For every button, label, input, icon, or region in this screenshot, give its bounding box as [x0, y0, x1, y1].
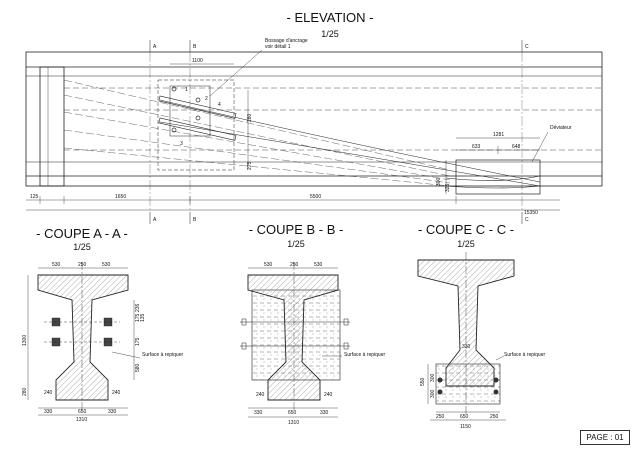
coupe-b-bottom-dim-2: 650 [288, 410, 297, 416]
coupe-a-right-dim-2: 175 [135, 313, 141, 322]
vertical-dim-4: 325 [445, 183, 451, 192]
coupe-b-section: 530 250 530 240 240 330 650 330 1310 Sur… [240, 262, 385, 426]
vertical-dim-3: 300 [436, 177, 442, 186]
bottom-dim-1: 125 [30, 194, 39, 200]
coupe-b-scale: 1/25 [287, 239, 305, 249]
bottom-dim-2: 1650 [115, 194, 126, 200]
coupe-a-right-dim-5: 580 [135, 363, 141, 372]
coupe-b-top-dim-3: 530 [314, 262, 323, 268]
vertical-dim-2: 275 [247, 161, 253, 170]
section-mark-c-bottom: C [525, 217, 529, 223]
boss-width-dim: 1100 [192, 58, 203, 64]
coupe-a-right-dim-1: 236 [135, 303, 141, 312]
elevation-title: - ELEVATION - [287, 10, 374, 25]
vertical-dim-1: 280 [247, 113, 253, 122]
coupe-a-left-dim-1: 1300 [22, 335, 28, 346]
coupe-a-bottom-dim-2: 650 [78, 409, 87, 415]
coupe-a-surface-note: Surface à repiquer [142, 352, 183, 358]
marker-number-4: 4 [218, 102, 221, 108]
section-mark-a-top: A [153, 44, 157, 50]
bottom-dim-4: 15350 [524, 210, 538, 216]
page-number-box: PAGE : 01 [580, 430, 630, 445]
deviator-total-dim: 1281 [493, 132, 504, 138]
coupe-b-title: - COUPE B - B - [249, 222, 344, 237]
deviator-note: Déviateur [550, 125, 572, 131]
section-mark-a-bottom: A [153, 217, 157, 223]
deviator-left-dim: 633 [472, 144, 481, 150]
coupe-b-total-dim: 1310 [288, 420, 299, 426]
coupe-a-top-dim-3: 530 [102, 262, 111, 268]
deviator-right-dim: 648 [512, 144, 521, 150]
anchor-detail-note: voir détail 1 [265, 44, 291, 50]
coupe-c-scale: 1/25 [457, 239, 475, 249]
coupe-c-total-dim: 1150 [460, 424, 471, 430]
coupe-b-bottom-dim-3: 330 [320, 410, 329, 416]
coupe-b-surface-note: Surface à repiquer [344, 352, 385, 358]
page-label: PAGE : 01 [586, 433, 624, 442]
coupe-a-top-dim-1: 530 [52, 262, 61, 268]
section-mark-b-top: B [193, 44, 197, 50]
bottom-dim-3: 5500 [310, 194, 321, 200]
coupe-a-left-dim-2: 280 [22, 387, 28, 396]
coupe-c-left-dim-1: 550 [420, 377, 426, 386]
elevation-view [25, 40, 603, 224]
coupe-c-inner-dim: 330 [462, 344, 471, 350]
coupe-b-bottom-dim-1: 330 [254, 410, 263, 416]
coupe-a-inner-dim-1: 240 [44, 390, 53, 396]
coupe-c-bottom-dim-1: 250 [436, 414, 445, 420]
coupe-c-bottom-dim-2: 650 [460, 414, 469, 420]
coupe-c-bottom-dim-3: 250 [490, 414, 499, 420]
coupe-a-scale: 1/25 [73, 242, 91, 252]
coupe-a-inner-dim-2: 240 [112, 390, 121, 396]
coupe-a-title: - COUPE A - A - [36, 226, 128, 241]
coupe-a-right-dim-3: 135 [140, 313, 146, 322]
section-mark-b-bottom: B [193, 217, 197, 223]
coupe-b-inner-dim-1: 240 [256, 392, 265, 398]
section-mark-c-top: C [525, 44, 529, 50]
coupe-c-left-dim-3: 300 [430, 389, 436, 398]
coupe-a-bottom-dim-3: 330 [108, 409, 117, 415]
coupe-a-top-dim-2: 250 [78, 262, 87, 268]
elevation-labels: A B C A B C Bossage d'ancrage voir détai… [30, 38, 572, 223]
coupe-c-title: - COUPE C - C - [418, 222, 514, 237]
coupe-a-bottom-dim-1: 330 [44, 409, 53, 415]
coupe-c-left-dim-2: 300 [430, 373, 436, 382]
coupe-a-total-dim: 1310 [76, 417, 87, 423]
coupe-b-top-dim-2: 250 [290, 262, 299, 268]
marker-number-3: 3 [180, 141, 183, 147]
marker-number-1: 1 [185, 87, 188, 93]
marker-number-2: 2 [205, 96, 208, 102]
elevation-scale: 1/25 [321, 29, 339, 39]
coupe-c-section: 330 250 650 250 1150 550 300 300 Surface… [417, 252, 545, 430]
coupe-c-surface-note: Surface à repiquer [504, 352, 545, 358]
anchor-note: Bossage d'ancrage [265, 38, 308, 44]
coupe-a-section: 530 250 530 240 240 330 650 330 1310 130… [22, 262, 183, 423]
coupe-b-top-dim-1: 530 [264, 262, 273, 268]
coupe-b-inner-dim-2: 240 [324, 392, 333, 398]
coupe-a-right-dim-4: 175 [135, 337, 141, 346]
